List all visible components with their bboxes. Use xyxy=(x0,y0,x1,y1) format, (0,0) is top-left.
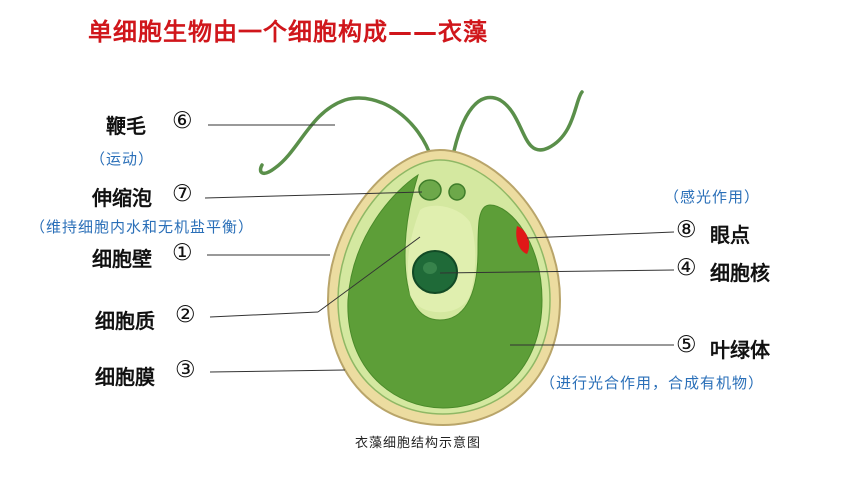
num-eyespot: ⑧ xyxy=(676,217,697,243)
num-cell-wall: ① xyxy=(172,240,193,266)
num-cytoplasm: ② xyxy=(175,302,196,328)
pointer-cytoplasm-2 xyxy=(317,236,421,313)
label-nucleus: 细胞核 xyxy=(710,261,770,285)
note-flagellum: （运动） xyxy=(90,150,155,168)
num-flagellum: ⑥ xyxy=(172,108,193,134)
figure-caption: 衣藻细胞结构示意图 xyxy=(355,436,482,451)
page-title: 单细胞生物由一个细胞构成——衣藻 xyxy=(88,18,488,46)
num-membrane: ③ xyxy=(175,357,196,383)
label-vacuole: 伸缩泡 xyxy=(92,186,152,210)
label-cell-wall: 细胞壁 xyxy=(92,247,152,271)
note-chloroplast: （进行光合作用，合成有机物） xyxy=(540,374,765,392)
num-vacuole: ⑦ xyxy=(172,181,193,207)
note-eyespot: （感光作用） xyxy=(664,188,761,206)
label-chloroplast: 叶绿体 xyxy=(710,338,770,362)
pointer-vacuole xyxy=(204,191,423,199)
pointer-eyespot xyxy=(526,231,675,239)
nucleolus xyxy=(423,262,437,274)
note-vacuole: （维持细胞内水和无机盐平衡） xyxy=(30,218,255,236)
eyespot-shape xyxy=(516,226,530,254)
pointer-cytoplasm xyxy=(209,311,319,318)
flagellum-right xyxy=(450,90,584,162)
label-eyespot: 眼点 xyxy=(710,223,750,247)
num-nucleus: ④ xyxy=(676,255,697,281)
label-cytoplasm: 细胞质 xyxy=(95,309,155,333)
num-chloroplast: ⑤ xyxy=(676,332,697,358)
flagellum-left xyxy=(258,96,434,176)
label-membrane: 细胞膜 xyxy=(95,365,155,389)
label-flagellum: 鞭毛 xyxy=(106,114,146,138)
pointer-nucleus xyxy=(439,269,675,274)
contractile-vacuole-2 xyxy=(448,183,466,201)
pointer-membrane xyxy=(209,369,346,373)
contractile-vacuole-1 xyxy=(418,179,442,201)
